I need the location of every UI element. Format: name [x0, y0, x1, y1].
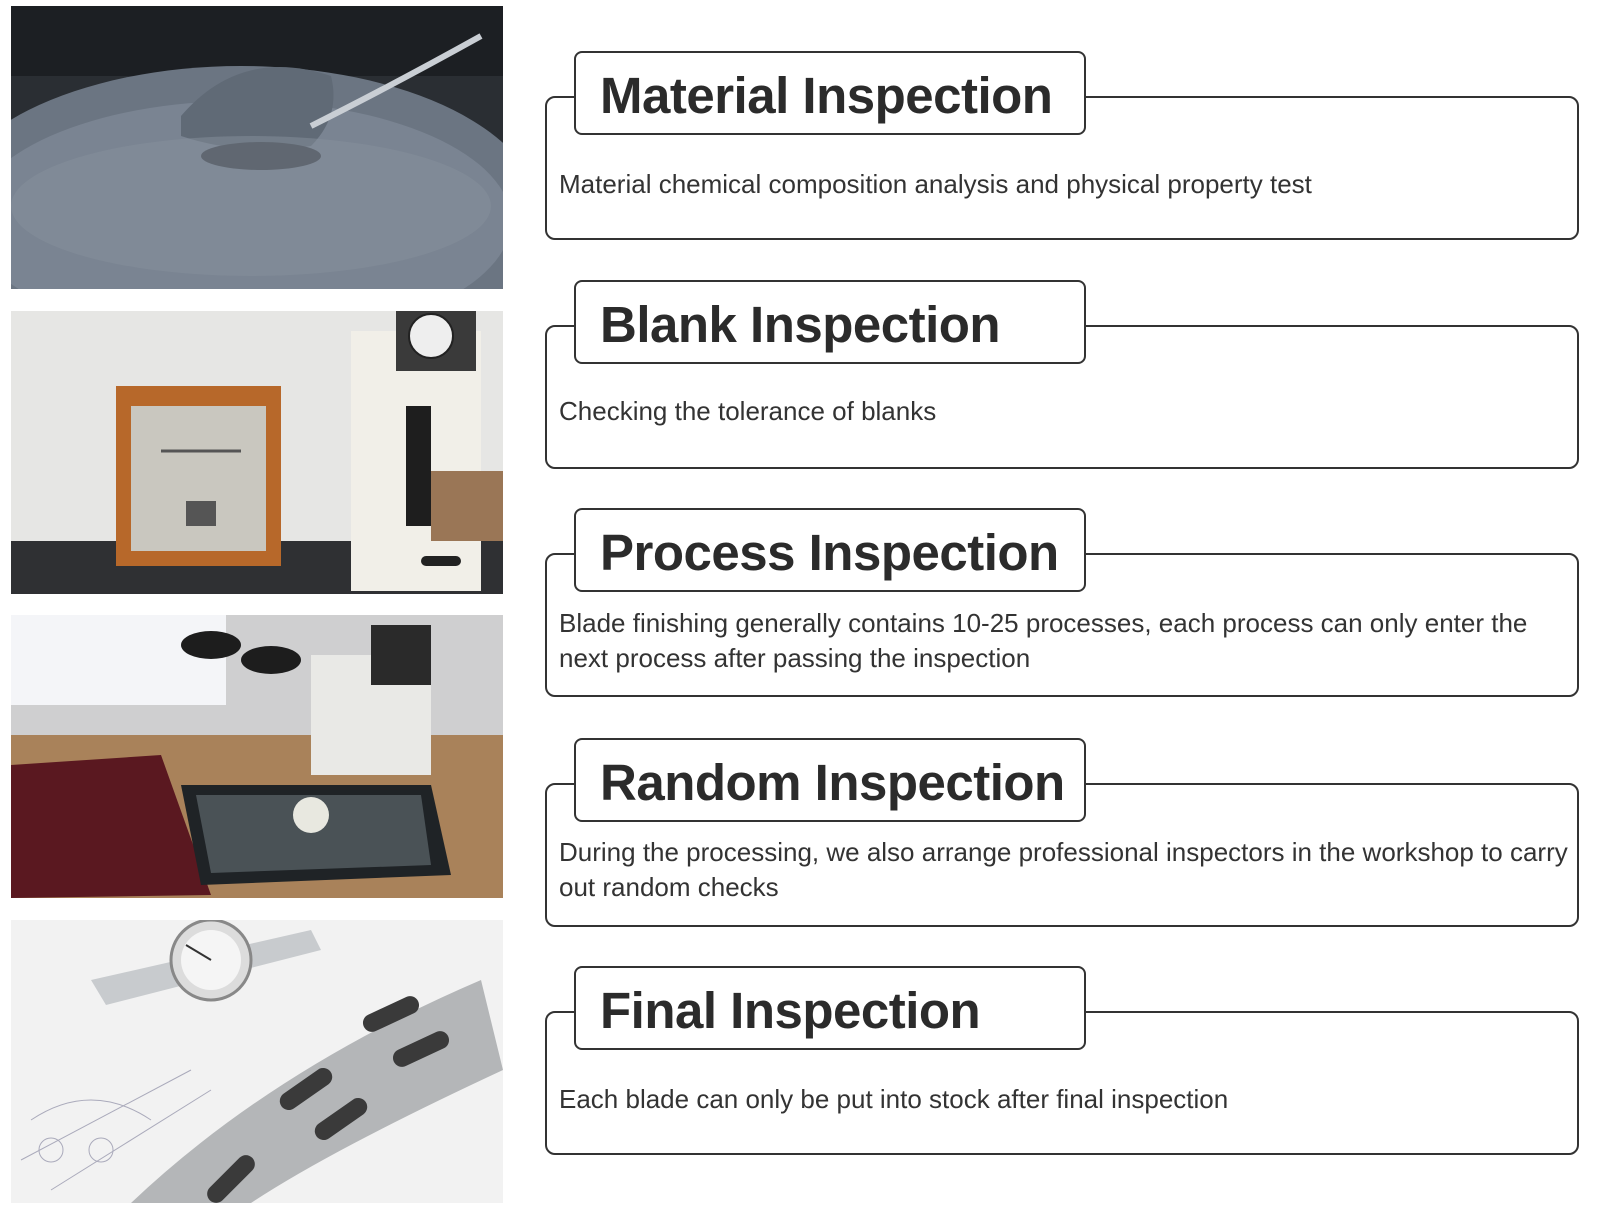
- section-description: During the processing, we also arrange p…: [559, 837, 1568, 902]
- section-title: Random Inspection: [600, 754, 1065, 811]
- metal-powder-photo: [11, 6, 503, 289]
- section-title-box: Process Inspection: [574, 508, 1086, 592]
- section-description: Each blade can only be put into stock af…: [559, 1084, 1229, 1114]
- caliper-and-blade-photo: [11, 920, 503, 1203]
- blank-inspection-section: Blank Inspection Checking the tolerance …: [545, 280, 1579, 512]
- random-inspection-section: Random Inspection During the processing,…: [545, 738, 1579, 970]
- section-title: Process Inspection: [600, 524, 1059, 581]
- section-description: Checking the tolerance of blanks: [559, 396, 937, 426]
- section-title-box: Random Inspection: [574, 738, 1086, 822]
- section-title-box: Material Inspection: [574, 51, 1086, 135]
- section-description: Blade finishing generally contains 10-25…: [559, 608, 1528, 673]
- process-inspection-section: Process Inspection Blade finishing gener…: [545, 508, 1579, 740]
- section-title: Material Inspection: [600, 67, 1053, 124]
- section-title: Blank Inspection: [600, 296, 1001, 353]
- section-title-box: Final Inspection: [574, 966, 1086, 1050]
- balance-and-hardness-tester-photo: [11, 311, 503, 594]
- section-title: Final Inspection: [600, 982, 981, 1039]
- microscope-photo: [11, 615, 503, 898]
- material-inspection-section: Material Inspection Material chemical co…: [545, 51, 1579, 283]
- section-description: Material chemical composition analysis a…: [559, 169, 1312, 199]
- section-title-box: Blank Inspection: [574, 280, 1086, 364]
- final-inspection-section: Final Inspection Each blade can only be …: [545, 966, 1579, 1198]
